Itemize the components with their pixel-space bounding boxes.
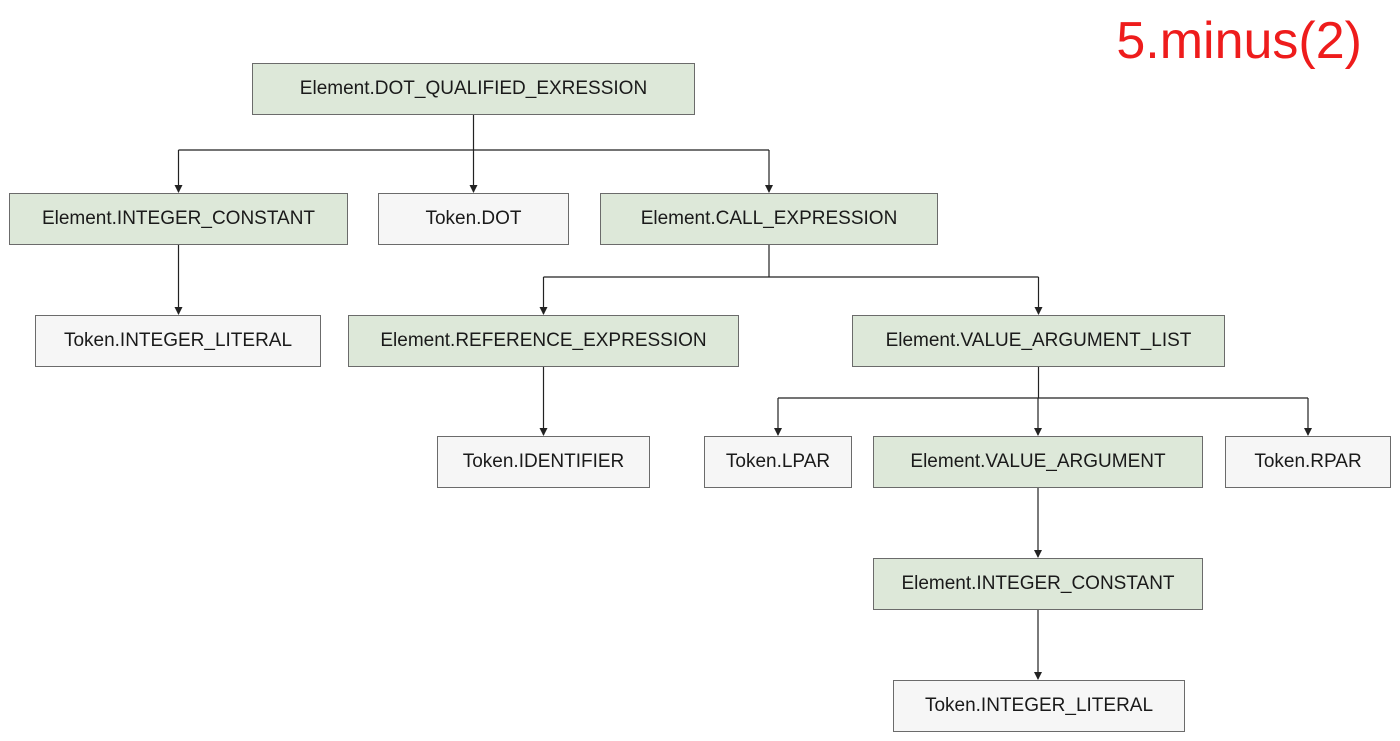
node-dot-qualified: Element.DOT_QUALIFIED_EXRESSION — [252, 63, 695, 115]
node-int-literal-2: Token.INTEGER_LITERAL — [893, 680, 1185, 732]
node-token-dot: Token.DOT — [378, 193, 569, 245]
node-rpar: Token.RPAR — [1225, 436, 1391, 488]
node-value-arg: Element.VALUE_ARGUMENT — [873, 436, 1203, 488]
node-lpar: Token.LPAR — [704, 436, 852, 488]
node-value-arg-list: Element.VALUE_ARGUMENT_LIST — [852, 315, 1225, 367]
node-int-literal-1: Token.INTEGER_LITERAL — [35, 315, 321, 367]
node-identifier: Token.IDENTIFIER — [437, 436, 650, 488]
node-ref-expr: Element.REFERENCE_EXPRESSION — [348, 315, 739, 367]
diagram-title: 5.minus(2) — [1116, 12, 1362, 70]
node-call-expr: Element.CALL_EXPRESSION — [600, 193, 938, 245]
node-int-const-2: Element.INTEGER_CONSTANT — [873, 558, 1203, 610]
node-int-const-1: Element.INTEGER_CONSTANT — [9, 193, 348, 245]
